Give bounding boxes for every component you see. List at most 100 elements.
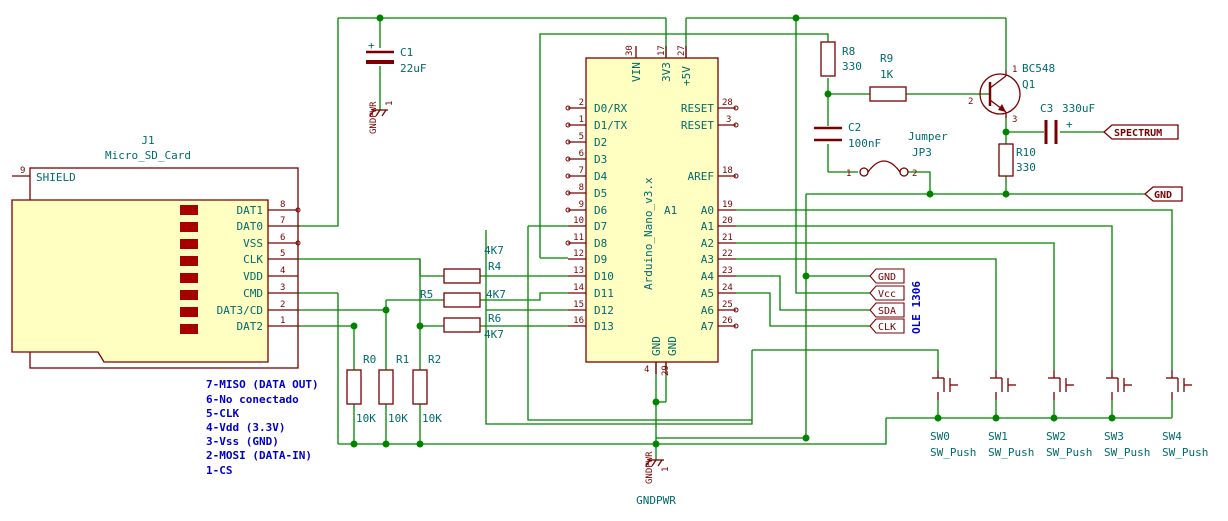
gndpwr-c1-num: 1 [385,101,395,106]
r2-value: 10K [422,412,442,425]
nano-num-18: 18 [722,166,733,176]
nano-num-14: 14 [573,283,584,293]
resistor-r8: R8 330 [820,41,862,77]
oled-title: OLE 1306 [910,281,923,334]
j1-num-2: 2 [280,300,285,310]
nano-d9-label: D9 [594,253,607,266]
nano-pin-30: 30 [625,45,635,56]
j1-label-dat3: DAT3/CD [217,304,263,317]
pinout-notes: 7-MISO (DATA OUT) 6-No conectado 5-CLK 4… [206,378,319,477]
c1-plus: + [368,39,375,52]
nano-num-10: 10 [573,216,584,226]
nano-num-13: 13 [573,266,584,276]
resistor-r10: R10 330 [998,143,1036,177]
note-line-1: 1-CS [206,464,233,477]
nano-gnd-label-1: GND [650,336,663,356]
nano-num-21: 21 [722,233,733,243]
r10-ref: R10 [1016,146,1036,159]
gndpwr-bottom-vert-label: GNDPWR [645,451,655,484]
q1-pin-2: 2 [968,97,973,107]
q1-pin-3: 3 [1012,115,1017,125]
nano-num-7: 7 [579,166,584,176]
sw2-value: SW_Push [1046,446,1092,459]
arduino-nano: Arduino_Nano_v3.x A1 30 17 27 VIN 3V3 +5… [565,45,739,376]
note-line-2: 2-MOSI (DATA-IN) [206,449,312,462]
nano-d13-label: D13 [594,320,614,333]
nano-num-23: 23 [722,266,733,276]
jp3-pin-1: 1 [846,169,851,179]
j1-label-dat1: DAT1 [237,204,264,217]
c3-ref: C3 [1040,102,1053,115]
j1-shield-label: SHIELD [36,171,76,184]
nano-d11-label: D11 [594,287,614,300]
nano-num-3: 3 [726,115,731,125]
gndpwr-symbol-c1: GNDPWR 1 [369,101,395,134]
resistor-r6: R6 4K7 [443,312,504,341]
nano-num-15: 15 [573,300,584,310]
nano-num-20: 20 [722,216,733,226]
nano-num-9: 9 [579,200,584,210]
note-line-3: 3-Vss (GND) [206,435,279,448]
label-spectrum: SPECTRUM [1103,124,1179,140]
r4-ref: R4 [488,260,502,273]
oled-connector: GND Vcc SDA CLK OLE 1306 [869,268,923,334]
j1-card-shape [11,199,269,363]
nano-a6-label: A6 [701,304,714,317]
nano-num-16: 16 [573,316,584,326]
nano-num-5: 5 [579,132,584,142]
nano-a1-inner-label: A1 [664,204,677,217]
nano-num-8: 8 [579,183,584,193]
sw4-value: SW_Push [1162,446,1208,459]
r0-value: 10K [356,412,376,425]
switch-sw4: SW4 SW_Push [1162,370,1208,459]
r1-value: 10K [388,412,408,425]
r6-ref: R6 [488,312,501,325]
switch-sw0: SW0 SW_Push [930,370,976,459]
nano-aref-label: AREF [688,170,715,183]
junctions [350,14,1116,448]
wires [298,17,1173,460]
nano-d8-label: D8 [594,237,607,250]
j1-name: Micro_SD_Card [105,149,191,162]
r4-value: 4K7 [484,244,504,257]
nano-num-19: 19 [722,200,733,210]
label-gnd: GND [1144,186,1183,202]
note-line-5: 5-CLK [206,407,239,420]
nano-d5-label: D5 [594,187,607,200]
c2-ref: C2 [848,121,861,134]
nano-name: Arduino_Nano_v3.x [642,177,655,290]
c1-value: 22uF [400,62,427,75]
nano-num-12: 12 [573,249,584,259]
r8-ref: R8 [842,45,855,58]
j1-label-dat2: DAT2 [237,320,264,333]
jp3-pin-2: 2 [912,169,917,179]
sw2-ref: SW2 [1046,430,1066,443]
nano-num-22: 22 [722,249,733,259]
nano-d6-label: D6 [594,204,607,217]
nano-d3-label: D3 [594,153,607,166]
nano-num-11: 11 [573,233,584,243]
r10-value: 330 [1016,161,1036,174]
r9-ref: R9 [880,52,893,65]
nano-reset-label-2: RESET [681,119,714,132]
nano-a3-label: A3 [701,253,714,266]
sw3-ref: SW3 [1104,430,1124,443]
j1-label-vss: VSS [243,237,263,250]
j1-num-8: 8 [280,200,285,210]
switch-sw1: SW1 SW_Push [988,370,1034,459]
nano-num-6: 6 [579,149,584,159]
spectrum-text: SPECTRUM [1114,128,1162,139]
r1-ref: R1 [396,353,409,366]
nano-pin-27: 27 [677,45,687,56]
transistor-q1: 1 2 3 BC548 Q1 [968,62,1055,125]
j1-num-4: 4 [280,266,285,276]
r8-value: 330 [842,60,862,73]
nano-num-1: 1 [579,115,584,125]
nano-a1-label: A1 [701,220,714,233]
note-line-4: 4-Vdd (3.3V) [206,421,285,434]
sw1-value: SW_Push [988,446,1034,459]
resistor-r2: R2 10K [412,353,442,425]
j1-label-clk: CLK [243,253,263,266]
resistor-r0: R0 10K [346,353,376,425]
